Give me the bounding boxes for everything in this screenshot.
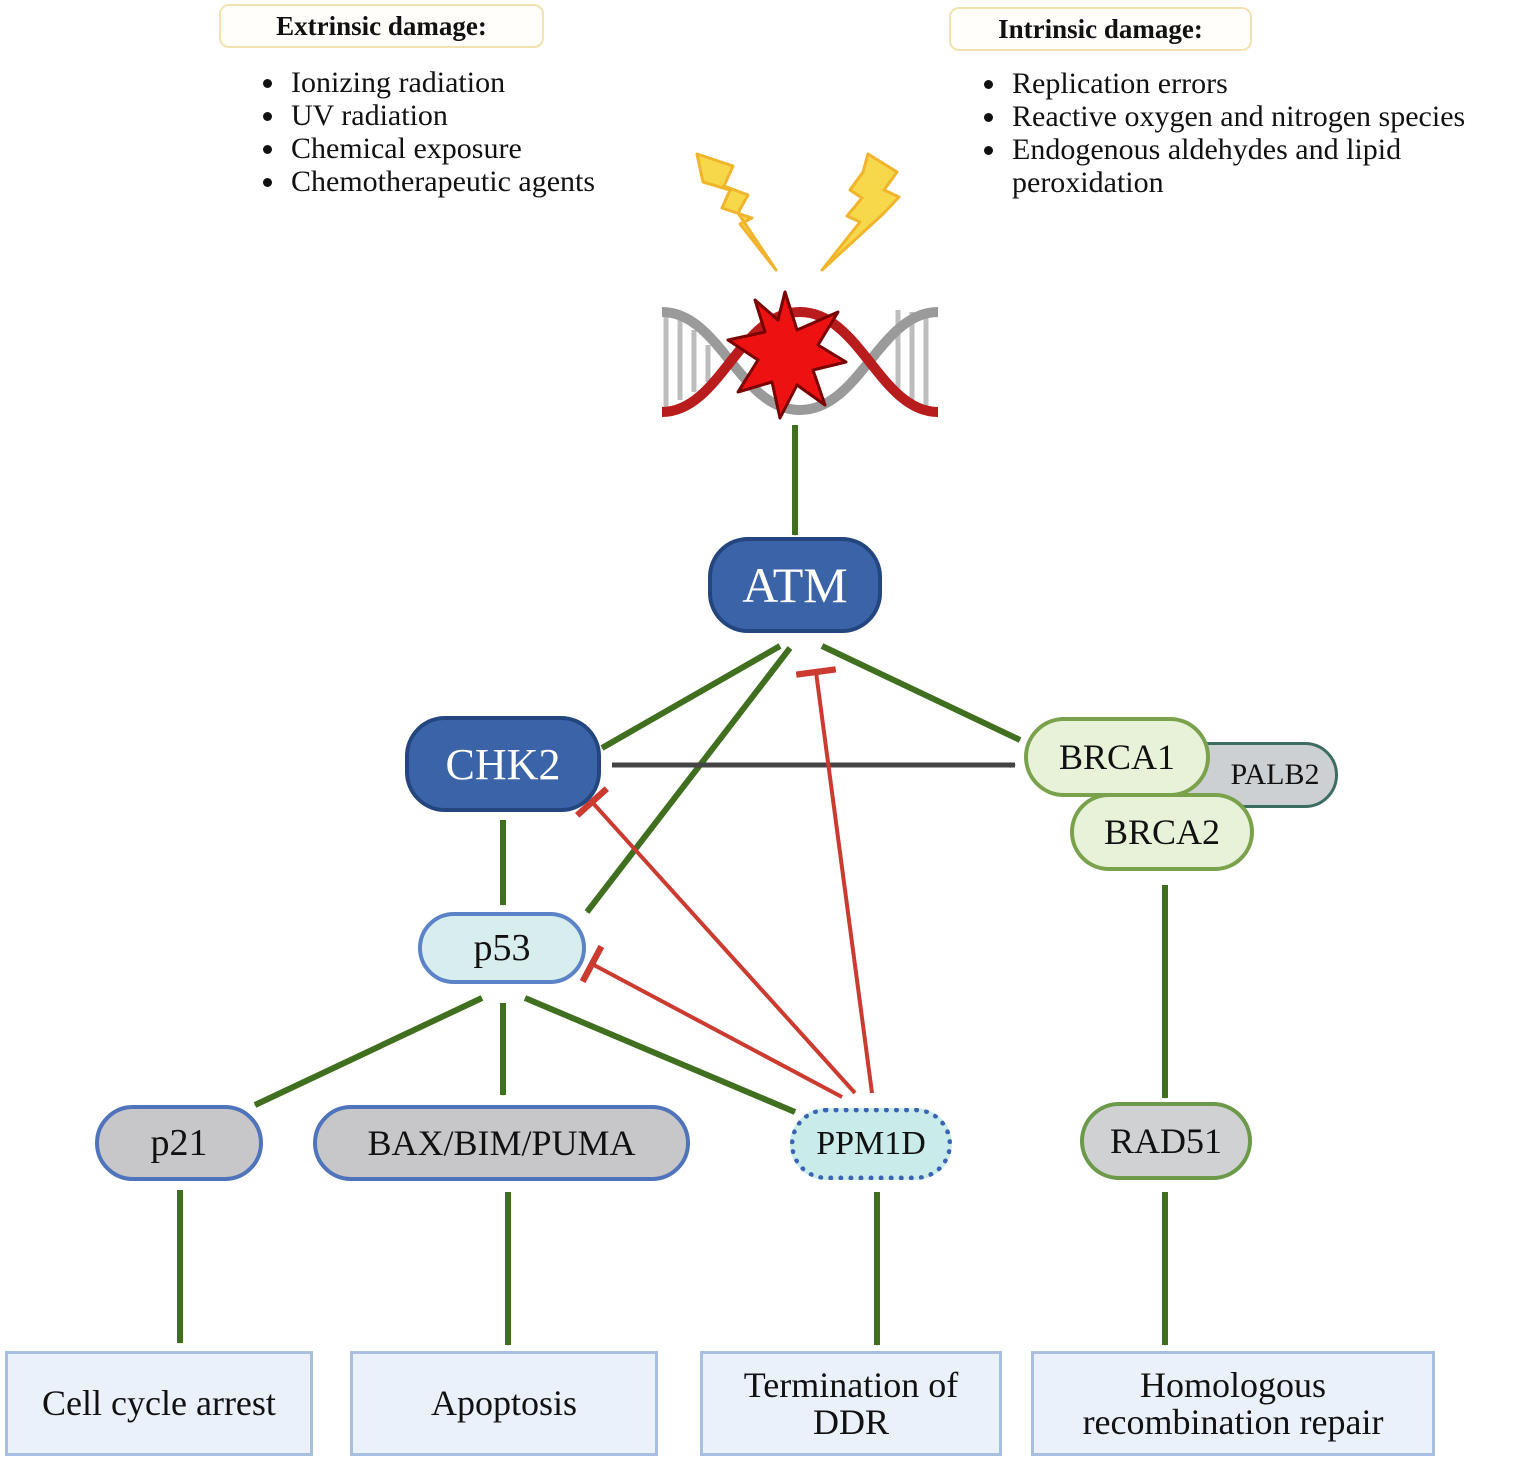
arrow-atm-to-brca1 <box>820 643 1022 743</box>
extrinsic-damage-list: Ionizing radiation UV radiation Chemical… <box>249 66 707 198</box>
extrinsic-damage-header: Extrinsic damage: <box>219 4 544 48</box>
intrinsic-damage-header: Intrinsic damage: <box>949 7 1252 51</box>
arrow-p53-to-ppm1d <box>523 995 797 1115</box>
inhibit-ppm1d-atm <box>795 666 874 1094</box>
list-item: Reactive oxygen and nitrogen species <box>1008 100 1524 133</box>
dna-damage-burst-icon <box>726 290 848 420</box>
ppm1d-node: PPM1D <box>790 1108 952 1180</box>
brca1-node: BRCA1 <box>1024 717 1210 797</box>
lightning-bolt-icon-left <box>695 152 778 272</box>
inhibit-ppm1d-p53 <box>579 944 843 1099</box>
list-item: Chemical exposure <box>287 132 707 165</box>
inhibit-ppm1d-chk2 <box>575 786 857 1095</box>
p53-node: p53 <box>418 912 586 984</box>
list-item: Replication errors <box>1008 67 1524 100</box>
outcome-homologous-recombination-repair: Homologous recombination repair <box>1031 1351 1435 1456</box>
outcome-cell-cycle-arrest: Cell cycle arrest <box>5 1351 313 1456</box>
list-item: Chemotherapeutic agents <box>287 165 707 198</box>
lightning-bolt-icon-right <box>820 152 901 272</box>
p21-node: p21 <box>95 1105 263 1181</box>
arrow-p53-to-p21 <box>253 995 484 1108</box>
atm-node: ATM <box>708 537 882 633</box>
brca2-node: BRCA2 <box>1070 793 1254 871</box>
arrow-atm-to-p53 <box>584 646 793 914</box>
outcome-apoptosis: Apoptosis <box>350 1351 658 1456</box>
dna-helix-icon <box>661 306 939 417</box>
list-item: UV radiation <box>287 99 707 132</box>
intrinsic-damage-list: Replication errors Reactive oxygen and n… <box>970 67 1524 199</box>
outcome-termination-of-ddr: Termination of DDR <box>700 1351 1002 1456</box>
arrow-atm-to-chk2 <box>600 643 782 751</box>
chk2-node: CHK2 <box>405 716 601 812</box>
list-item: Endogenous aldehydes and lipid peroxidat… <box>1008 133 1524 199</box>
bax-bim-puma-node: BAX/BIM/PUMA <box>313 1105 690 1181</box>
rad51-node: RAD51 <box>1080 1102 1252 1180</box>
list-item: Ionizing radiation <box>287 66 707 99</box>
